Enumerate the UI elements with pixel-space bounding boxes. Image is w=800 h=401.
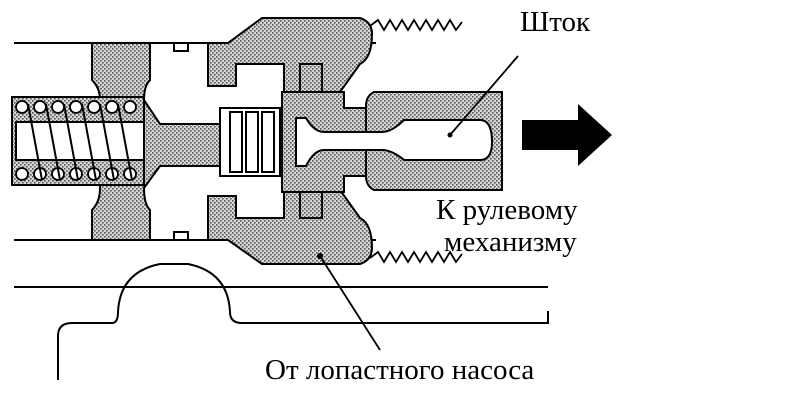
- rod: [295, 117, 494, 167]
- leader-dots: [317, 132, 453, 259]
- leader-lines: [319, 55, 519, 351]
- steering-gear-label-line1: К рулевому: [436, 194, 578, 226]
- spring-windings: [27, 103, 133, 181]
- vane-pump-label: От лопастного насоса: [265, 354, 535, 386]
- arrow-right-icon: [522, 104, 612, 166]
- seal-ring: [219, 107, 281, 177]
- rod-label: Шток: [520, 6, 591, 38]
- hose-serration: [369, 18, 463, 264]
- steering-gear-label-line2: механизму: [444, 226, 577, 258]
